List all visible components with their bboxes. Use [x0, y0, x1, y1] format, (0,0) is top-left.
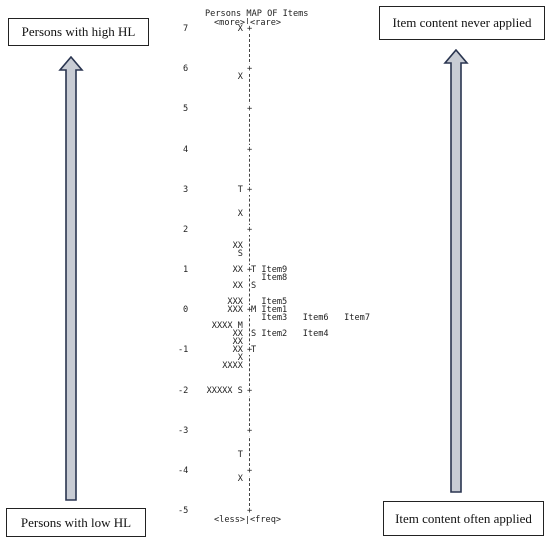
item-labels: Item5 — [251, 297, 288, 308]
scale-label: -5 — [178, 506, 189, 516]
scale-label: 3 — [183, 184, 189, 195]
item-never-applied-label: Item content never applied — [379, 6, 545, 40]
person-marks: X — [237, 24, 243, 34]
person-marks: XX — [232, 329, 243, 340]
persons-low-hl-label: Persons with low HL — [6, 508, 146, 537]
map-footer-right: <freq> — [250, 515, 282, 525]
scale-label: -4 — [178, 465, 189, 476]
person-marks: X — [237, 473, 243, 484]
map-header-sep: | — [245, 18, 251, 28]
up-arrow-left-icon — [58, 56, 84, 501]
axis-tick: + — [247, 144, 253, 155]
person-marks: XX — [232, 337, 243, 348]
person-marks: XX — [232, 345, 243, 356]
persons-high-hl-label: Persons with high HL — [8, 18, 149, 46]
scale-label: 7 — [183, 24, 189, 34]
item-never-applied-text: Item content never applied — [392, 15, 532, 30]
axis-tick: + — [247, 184, 253, 195]
axis-tick: + — [247, 224, 253, 235]
map-header-left: <more> — [214, 18, 246, 28]
axis-tick: + — [247, 24, 253, 34]
scale-label: 6 — [183, 64, 189, 75]
persons-high-hl-text: Persons with high HL — [21, 24, 136, 39]
up-arrow-right-icon — [443, 49, 469, 493]
map-footer-left: <less> — [214, 515, 246, 525]
person-marks: XX — [232, 240, 243, 251]
axis-tick: + — [247, 64, 253, 75]
person-marks: XX — [232, 265, 243, 275]
item-often-applied-label: Item content often applied — [383, 501, 544, 536]
axis-tick: + — [247, 425, 253, 436]
axis-tick: + — [247, 265, 253, 275]
scale-label: -2 — [178, 385, 189, 396]
person-marks: X — [237, 208, 243, 219]
item-labels: T Item9 — [251, 265, 288, 275]
item-labels: T — [251, 345, 257, 356]
map-footer-sep: | — [245, 515, 251, 525]
person-marks: T — [237, 449, 243, 460]
axis-tick: + — [247, 465, 253, 476]
item-often-applied-text: Item content often applied — [395, 510, 532, 526]
person-marks: XXX — [227, 305, 243, 316]
scale-label: 4 — [183, 144, 189, 155]
person-marks: X — [237, 72, 243, 83]
item-labels: Item8 — [251, 273, 288, 284]
scale-label: -3 — [178, 425, 189, 436]
axis-tick: + — [247, 104, 253, 115]
scale-label: 1 — [183, 265, 189, 275]
scale-label: 2 — [183, 224, 189, 235]
scale-label: 5 — [183, 104, 189, 115]
person-marks: XXXXX S — [206, 385, 243, 396]
person-marks: S — [237, 248, 243, 259]
person-marks: X — [237, 353, 243, 364]
axis-tick: + — [247, 345, 253, 356]
item-labels: S Item2 Item4 — [251, 329, 329, 340]
wright-map: Persons MAP OF Items <more> | <rare> <le… — [0, 0, 370, 525]
person-marks: XX — [232, 281, 243, 292]
person-marks: XXXX M — [211, 321, 243, 332]
axis-tick: + — [247, 305, 253, 316]
item-labels: S — [251, 281, 257, 292]
person-marks: XXX — [227, 297, 243, 308]
person-marks: T — [237, 184, 243, 195]
axis-tick: + — [247, 506, 253, 516]
item-labels: Item3 Item6 Item7 — [251, 313, 370, 324]
map-title: Persons MAP OF Items — [205, 9, 309, 19]
axis-tick: + — [247, 385, 253, 396]
persons-low-hl-text: Persons with low HL — [20, 514, 132, 530]
map-header-right: <rare> — [250, 18, 282, 28]
item-labels: M Item1 — [251, 305, 288, 316]
scale-label: 0 — [183, 305, 189, 316]
person-marks: XXXX — [222, 361, 243, 372]
scale-label: -1 — [178, 345, 189, 356]
